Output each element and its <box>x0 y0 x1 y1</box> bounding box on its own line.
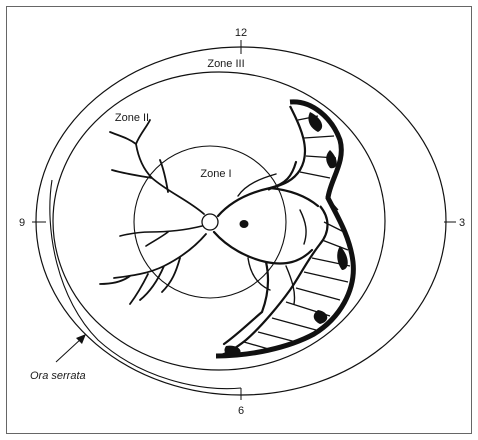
ora-serrata-line <box>50 180 241 389</box>
ridge-lesion <box>216 102 353 356</box>
clock-label-9: 9 <box>19 217 25 229</box>
vessel-temporal-upper <box>218 162 318 216</box>
vessel-nasal-lower <box>100 234 206 304</box>
zone-3-label: Zone III <box>207 58 244 70</box>
clock-label-12: 12 <box>235 27 247 39</box>
clock-label-6: 6 <box>238 405 244 417</box>
vessel-nasal-mid <box>120 226 202 246</box>
fovea-dot <box>240 220 249 228</box>
ora-serrata-label: Ora serrata <box>30 370 86 382</box>
zone-2-boundary <box>53 72 385 370</box>
zone-1-label: Zone I <box>200 168 231 180</box>
optic-disc <box>202 214 218 230</box>
ora-serrata-arrow <box>56 338 82 362</box>
zone-2-label: Zone II <box>115 112 149 124</box>
ridge-outer-band <box>216 102 353 356</box>
clock-label-3: 3 <box>459 217 465 229</box>
